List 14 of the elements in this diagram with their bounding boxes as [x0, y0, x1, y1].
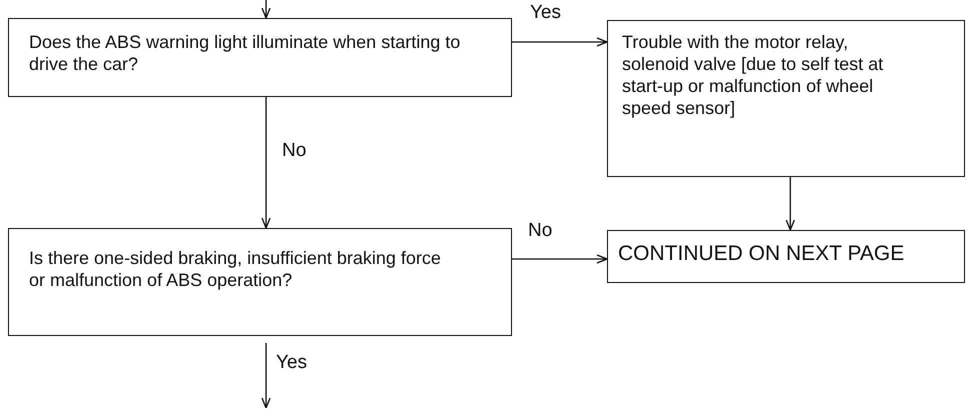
process-box	[607, 230, 965, 283]
arrow	[512, 37, 608, 47]
arrow	[512, 254, 608, 264]
box-text: CONTINUED ON NEXT PAGE	[618, 243, 906, 265]
process-box	[607, 20, 965, 177]
arrow	[786, 177, 795, 231]
box-text: Does the ABS warning light illuminate when starting to drive the car?	[29, 31, 461, 75]
arrow	[261, 0, 271, 19]
arrow	[261, 97, 271, 229]
arrow	[261, 343, 271, 409]
box-text: Trouble with the motor relay, solenoid valve [due to self test at start-up or malfunction of wheel speed sensor]	[622, 31, 884, 119]
process-box	[8, 228, 512, 336]
process-box	[8, 18, 512, 97]
box-text: Is there one-sided braking, insufficient braking force or malfunction of ABS operation?	[29, 247, 441, 291]
